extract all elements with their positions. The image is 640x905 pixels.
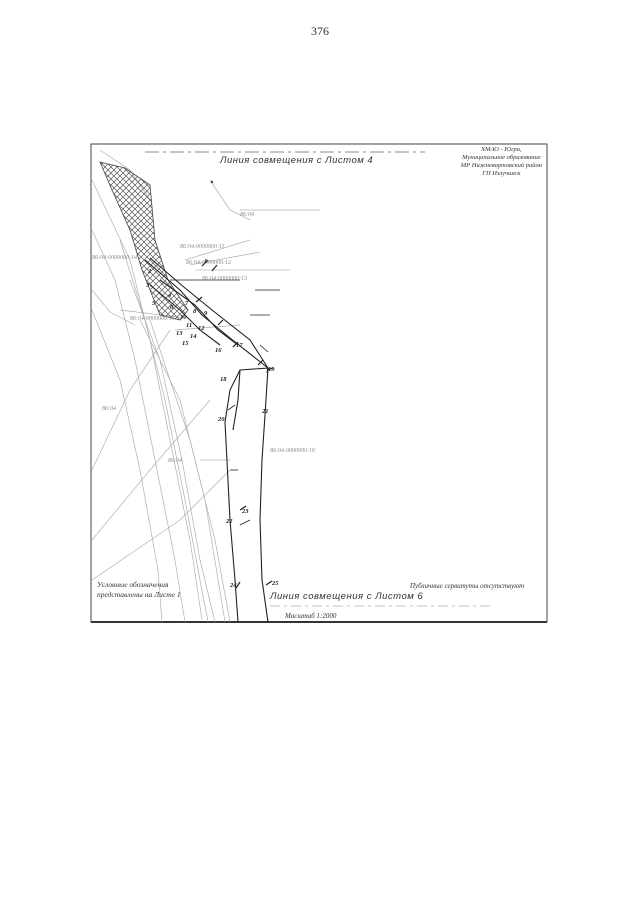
cadastral-label: 86:04 xyxy=(102,406,116,412)
point-label: 15 xyxy=(182,340,189,347)
location-line: МР Нижневартовский район xyxy=(460,162,542,169)
location-block: ХМАО - Югра, Муниципальное образование М… xyxy=(461,146,542,178)
point-label: 17 xyxy=(236,342,243,349)
page-number: 376 xyxy=(311,24,329,38)
point-label: 7 xyxy=(185,300,189,307)
servitude-label: Публичные сервитуты отсутствуют xyxy=(410,582,525,590)
cadastral-label: 86:04 xyxy=(168,458,182,464)
location-line: Муниципальное образование xyxy=(462,154,541,161)
point-label: 3 xyxy=(146,282,150,289)
point-label: 24 xyxy=(230,582,237,589)
point-label: 9 xyxy=(204,310,208,317)
point-label: 21 xyxy=(262,408,269,415)
match-line-bottom-label: Линия совмещения с Листом 6 xyxy=(270,591,424,602)
cadastral-lines xyxy=(91,149,320,623)
point-label: 22 xyxy=(226,518,233,525)
map-drawing xyxy=(90,143,548,623)
point-label: 20 xyxy=(218,416,225,423)
point-label: 12 xyxy=(198,325,205,332)
legend-note-line: Условные обозначения xyxy=(97,580,169,589)
point-label: 5 xyxy=(152,300,156,307)
point-label: 13 xyxy=(176,330,183,337)
cadastral-label: 86:04:0000000:15 xyxy=(130,316,175,322)
point-label: 23 xyxy=(242,508,249,515)
scale-label: Масштаб 1:2000 xyxy=(285,612,337,620)
point-label: 18 xyxy=(220,376,227,383)
legend-note: Условные обозначения представлены на Лис… xyxy=(97,580,181,600)
corridor-lines xyxy=(144,257,270,623)
cadastral-label: 86:04:0000000:13 xyxy=(202,276,247,282)
legend-note-line: представлены на Листе 1 xyxy=(97,590,181,599)
match-line-top-label: Линия совмещения с Листом 4 xyxy=(220,155,374,166)
point-label: 16 xyxy=(215,347,222,354)
point-label: 4 xyxy=(168,292,172,299)
location-line: ХМАО - Югра, xyxy=(481,146,522,153)
point-label: 19 xyxy=(268,366,275,373)
cadastral-label: 86:04:0000000:12 xyxy=(186,260,231,266)
point-label: 8 xyxy=(193,308,197,315)
point-label: 6 xyxy=(170,304,174,311)
hatched-area xyxy=(99,161,189,321)
point-label: 11 xyxy=(186,322,193,329)
cadastral-label: 86:04:0000000:16 xyxy=(270,448,315,454)
cadastral-label: 86:04 xyxy=(240,212,254,218)
point-label: 25 xyxy=(272,580,279,587)
location-line: ГП Излучинск xyxy=(482,170,521,177)
point-label: 2 xyxy=(148,268,152,275)
map-sheet: Линия совмещения с Листом 4 Линия совмещ… xyxy=(90,140,550,624)
cadastral-label: 86:04:0000000:11 xyxy=(180,244,225,250)
point-label: 10 xyxy=(180,314,187,321)
point-label: 14 xyxy=(190,333,197,340)
point-label: 1 xyxy=(204,258,208,265)
cadastral-label: 86:04:0000000:14 xyxy=(92,255,137,261)
sheet-frame xyxy=(90,143,548,623)
